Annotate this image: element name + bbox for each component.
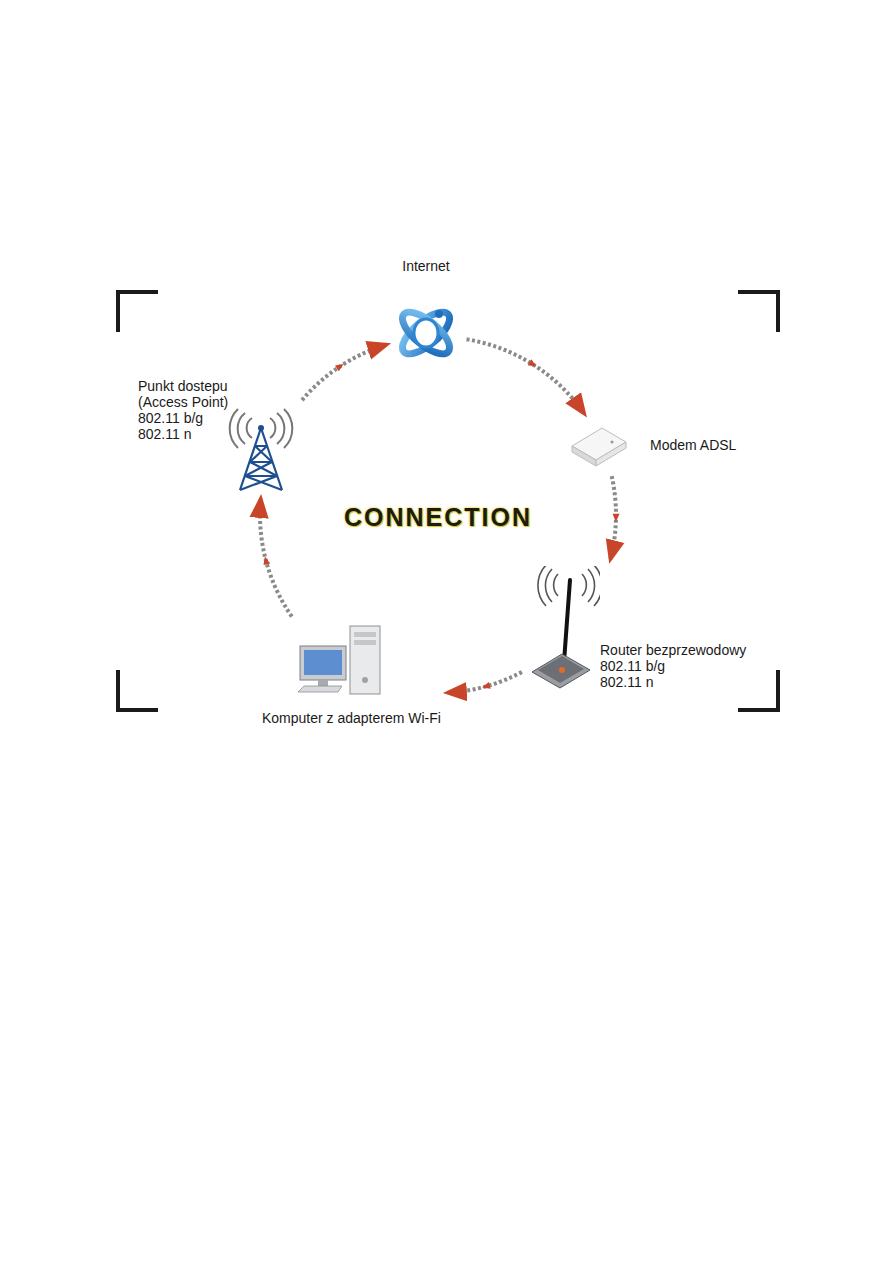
direction-tick: [612, 514, 619, 522]
label-block: Internet: [402, 258, 449, 274]
label-block: Router bezprzewodowy802.11 b/g802.11 n: [600, 642, 746, 690]
ap-icon: [228, 408, 294, 492]
center-title: CONNECTION: [344, 503, 532, 532]
device-node: Internet: [394, 258, 458, 366]
direction-tick: [528, 359, 539, 369]
device-node: Punkt dostepu(Access Point)802.11 b/g802…: [138, 378, 294, 492]
label-block: Modem ADSL: [650, 437, 736, 453]
direction-tick: [481, 682, 491, 691]
ap-drawing: [228, 408, 294, 492]
corner-bracket: [118, 292, 158, 332]
label-block: Punkt dostepu(Access Point)802.11 b/g802…: [138, 378, 228, 442]
dotted-connection: [467, 339, 585, 413]
device-label: 802.11 n: [600, 674, 746, 690]
corner-bracket: [118, 670, 158, 710]
device-label: 802.11 b/g: [138, 410, 228, 426]
router-drawing: [528, 566, 600, 690]
modem-icon: [568, 420, 628, 470]
internet-drawing: [394, 300, 458, 366]
internet-icon: [394, 300, 458, 366]
device-label: Router bezprzewodowy: [600, 642, 746, 658]
direction-tick: [261, 556, 270, 565]
device-label: 802.11 n: [138, 426, 228, 442]
device-label: (Access Point): [138, 394, 228, 410]
device-label: Punkt dostepu: [138, 378, 228, 394]
device-node: Komputer z adapterem Wi-Fi: [262, 624, 441, 726]
device-label: Modem ADSL: [650, 437, 736, 453]
direction-tick: [335, 361, 346, 371]
dotted-connection: [448, 672, 522, 693]
device-label: 802.11 b/g: [600, 658, 746, 674]
device-label: Komputer z adapterem Wi-Fi: [262, 710, 441, 726]
label-block: Komputer z adapterem Wi-Fi: [262, 710, 441, 726]
modem-drawing: [568, 420, 628, 470]
router-icon: [528, 566, 600, 690]
corner-bracket: [738, 292, 778, 332]
corner-bracket: [738, 670, 778, 710]
computer-icon: [298, 624, 388, 696]
frame-corners: [118, 292, 778, 710]
dotted-connection: [260, 499, 292, 617]
device-node: Router bezprzewodowy802.11 b/g802.11 n: [528, 566, 746, 690]
computer-drawing: [298, 624, 388, 696]
device-label: Internet: [402, 258, 449, 274]
device-node: Modem ADSL: [568, 420, 736, 470]
dotted-connection: [302, 345, 387, 401]
